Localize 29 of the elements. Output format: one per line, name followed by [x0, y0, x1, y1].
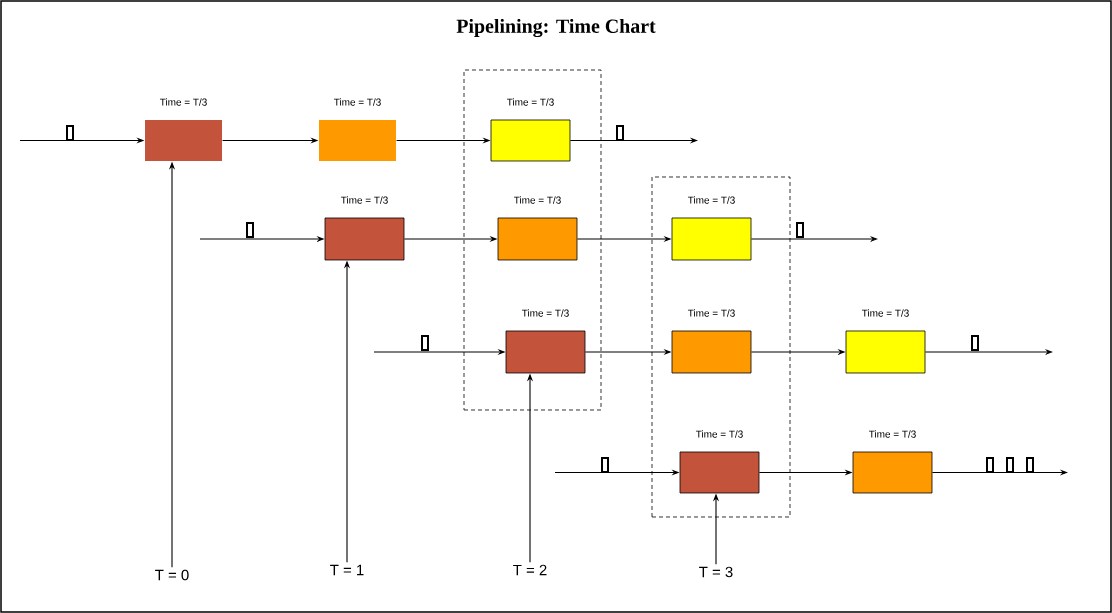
duration-label: Time = T/3 [506, 98, 554, 106]
stage-box [845, 330, 926, 374]
time-label: T = 3 [699, 566, 733, 578]
stage-box [324, 217, 405, 261]
stage-box [671, 217, 752, 261]
duration-label: Time = T/3 [687, 309, 735, 317]
title: Pipelining: Time Chart [456, 18, 656, 38]
duration-label: Time = T/3 [695, 430, 743, 438]
duration-label: Time = T/3 [513, 196, 561, 204]
stage-box [497, 217, 578, 261]
stage-box [490, 119, 571, 162]
stage-box [679, 451, 760, 494]
stage-box [145, 120, 222, 161]
stage-box [671, 330, 752, 374]
stage-box [505, 330, 586, 374]
duration-label: Time = T/3 [340, 196, 388, 204]
time-label: T = 1 [330, 564, 364, 576]
duration-label: Time = T/3 [868, 430, 916, 438]
duration-label: Time = T/3 [521, 309, 569, 317]
duration-label: Time = T/3 [687, 196, 735, 204]
dashed-frame [463, 69, 602, 411]
duration-label: Time = T/3 [159, 98, 207, 106]
duration-label: Time = T/3 [861, 309, 909, 317]
stage-box [852, 451, 933, 494]
duration-label: Time = T/3 [333, 98, 381, 106]
dashed-frame [651, 176, 791, 518]
time-label: T = 2 [513, 564, 547, 576]
stage-box [319, 120, 396, 161]
time-label: T = 0 [155, 569, 189, 581]
